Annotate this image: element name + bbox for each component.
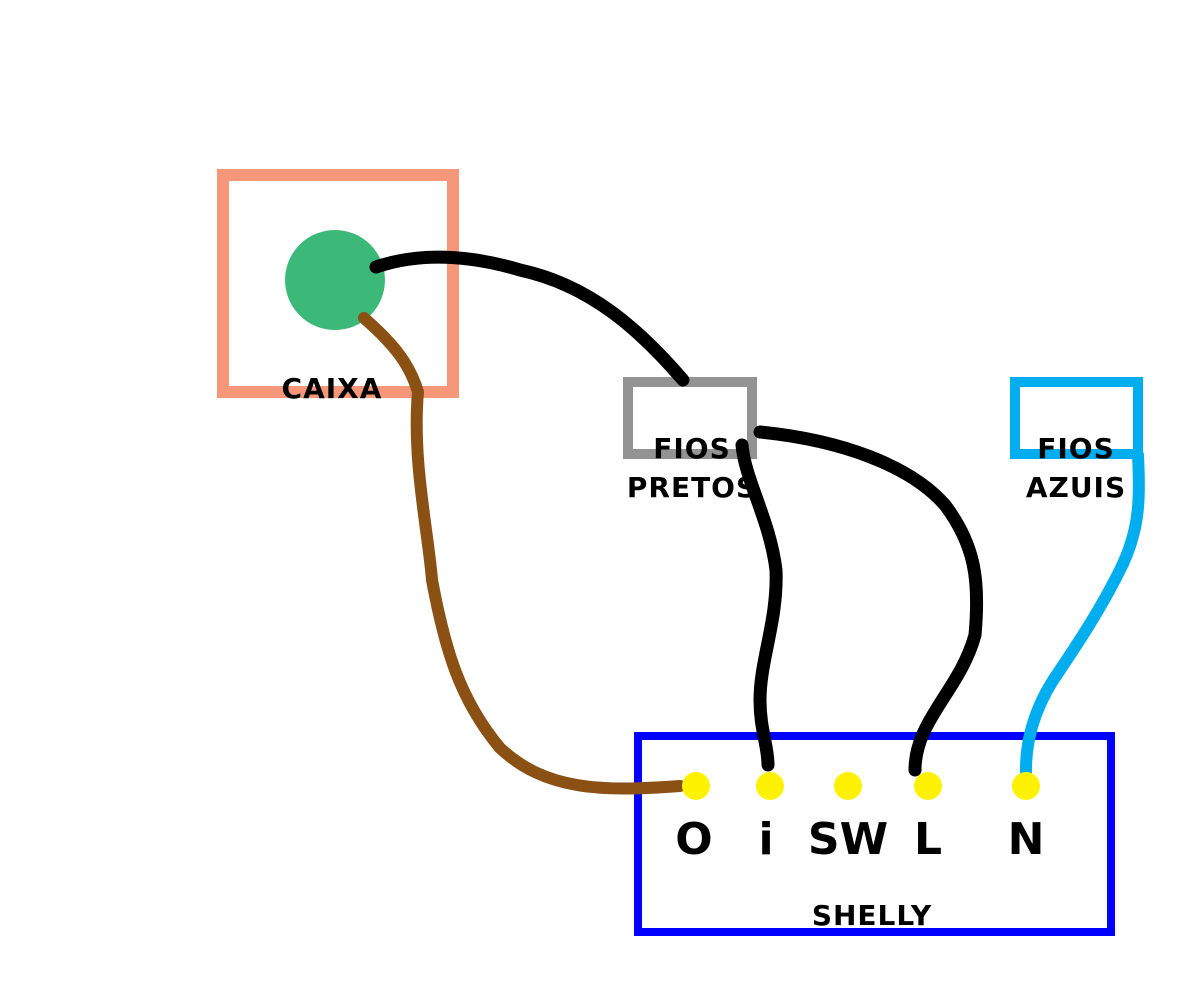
black-wire-l xyxy=(753,425,984,777)
caixa-label: CAIXA xyxy=(282,372,383,405)
terminal-label-l: L xyxy=(914,814,942,865)
fios-azuis-label-line1: FIOS xyxy=(1037,432,1115,465)
terminal-dot-n xyxy=(1012,772,1040,800)
blue-wire-n xyxy=(1019,449,1145,781)
fios-azuis-label-line2: AZUIS xyxy=(1026,471,1126,504)
black-wire-i xyxy=(735,438,783,772)
terminal-dot-l xyxy=(914,772,942,800)
terminal-label-o: O xyxy=(675,814,712,865)
shelly-label: SHELLY xyxy=(812,899,932,932)
shelly-box xyxy=(634,732,1115,936)
fios-azuis-box xyxy=(1010,377,1143,459)
terminal-dot-o xyxy=(682,772,710,800)
terminal-label-n: N xyxy=(1008,814,1045,865)
terminal-label-sw: SW xyxy=(808,814,888,865)
terminal-dot-i xyxy=(756,772,784,800)
fios-pretos-label-line2: PRETOS xyxy=(627,471,757,504)
brown-wire-o xyxy=(358,312,686,795)
fios-pretos-box xyxy=(623,377,757,459)
fios-pretos-label-line1: FIOS xyxy=(653,432,731,465)
black-wire-lamp xyxy=(369,250,690,387)
terminal-label-i: i xyxy=(758,814,773,865)
lamp-icon xyxy=(285,230,385,330)
caixa-box xyxy=(217,169,459,398)
terminal-dot-sw xyxy=(834,772,862,800)
